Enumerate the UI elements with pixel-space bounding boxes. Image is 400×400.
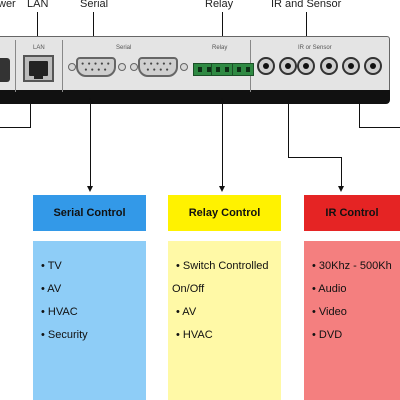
lan-label: LAN	[27, 0, 49, 10]
serial-leader-line	[93, 12, 94, 56]
lan-connector-vertical	[30, 104, 31, 128]
list-item: • TV	[41, 260, 62, 272]
ir-control-title: IR Control	[325, 207, 379, 219]
serial-control-title: Serial Control	[53, 207, 126, 219]
lan-connector-horizontal	[0, 127, 30, 128]
list-item: • Security	[41, 329, 88, 341]
panel-divider	[15, 40, 16, 92]
panel-serial-silkscreen: Serial	[116, 45, 132, 51]
serial-port-2-icon: ● ● ● ● ●● ● ● ●	[138, 57, 178, 77]
serial-connector-line	[90, 104, 91, 186]
list-item: • Switch Controlled	[176, 260, 269, 272]
screw-icon	[130, 63, 138, 71]
list-item: • Video	[312, 306, 347, 318]
panel-ir-silkscreen: IR or Sensor	[298, 45, 332, 51]
ir-jack-1-icon	[257, 57, 275, 75]
ir-jack-6-icon	[364, 57, 382, 75]
list-item: • AV	[176, 306, 197, 318]
screw-icon	[118, 63, 126, 71]
panel-divider	[62, 40, 63, 92]
screw-icon	[68, 63, 76, 71]
ir-sensor-label: IR and Sensor	[271, 0, 342, 10]
list-item: • HVAC	[41, 306, 78, 318]
ir-jack-2-icon	[279, 57, 297, 75]
ir-control-body: • 30Khz - 500Kh • Audio • Video • DVD	[304, 241, 400, 400]
relay-control-body: • Switch Controlled On/Off • AV • HVAC	[168, 241, 281, 400]
ir-connector-vertical-2	[341, 157, 342, 186]
ir-jack-5-icon	[342, 57, 360, 75]
ir-control-header: IR Control	[304, 195, 400, 231]
lan-port-icon	[23, 55, 54, 82]
ir-jack-4-icon	[320, 57, 338, 75]
ir-arrow-down-icon	[338, 186, 344, 192]
screw-icon	[180, 63, 188, 71]
list-item: • HVAC	[176, 329, 213, 341]
right-connector-vertical	[359, 104, 360, 128]
relay-arrow-up-icon	[219, 98, 225, 104]
serial-control-body: • TV • AV • HVAC • Security	[33, 241, 146, 400]
lan-leader-line	[37, 12, 38, 56]
relay-control-header: Relay Control	[168, 195, 281, 231]
relay-connector-line	[222, 104, 223, 186]
relay-label: Relay	[205, 0, 234, 10]
relay-control-title: Relay Control	[188, 207, 261, 219]
serial-label: Serial	[80, 0, 109, 10]
serial-arrow-up-icon	[87, 98, 93, 104]
ir-connector-horizontal	[288, 157, 341, 158]
serial-port-1-icon: ● ● ● ● ●● ● ● ●	[76, 57, 116, 77]
serial-arrow-down-icon	[87, 186, 93, 192]
list-item: • AV	[41, 283, 62, 295]
relay-arrow-down-icon	[219, 186, 225, 192]
right-connector-horizontal	[359, 127, 400, 128]
list-item: • Audio	[312, 283, 347, 295]
power-jack-icon	[0, 58, 10, 82]
relay-terminal-3-icon	[232, 63, 254, 76]
panel-lan-silkscreen: LAN	[33, 45, 45, 51]
list-item: • DVD	[312, 329, 343, 341]
ir-jack-3-icon	[297, 57, 315, 75]
panel-relay-silkscreen: Relay	[212, 45, 228, 51]
ir-leader-line	[306, 12, 307, 57]
device-panel-base	[0, 90, 390, 104]
relay-terminal-2-icon	[211, 63, 233, 76]
list-item: On/Off	[172, 283, 205, 295]
power-label: wer	[0, 0, 16, 10]
serial-control-header: Serial Control	[33, 195, 146, 231]
ir-connector-vertical-1	[288, 96, 289, 157]
list-item: • 30Khz - 500Kh	[312, 260, 392, 272]
